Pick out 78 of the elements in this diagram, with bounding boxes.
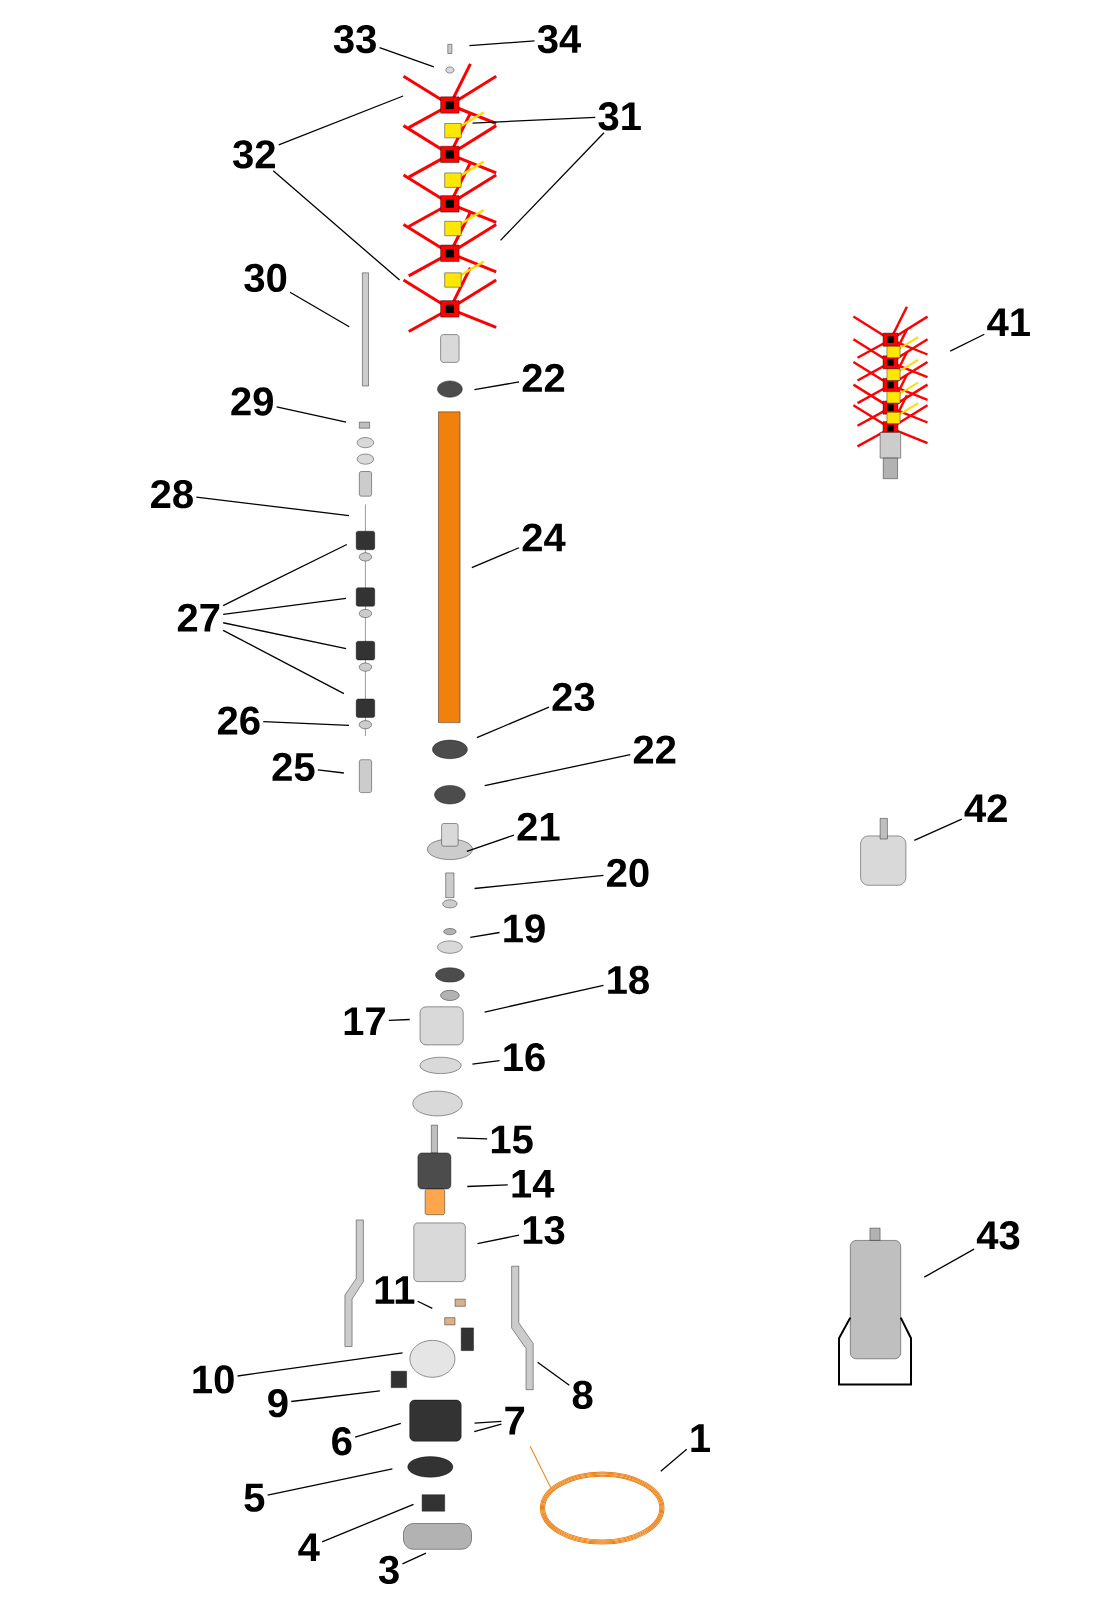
callout-number: 23 <box>552 682 595 712</box>
callout-number: 17 <box>344 1007 385 1035</box>
leader-line <box>466 1184 509 1188</box>
callout-number: 15 <box>491 1125 533 1154</box>
leader-line <box>417 1300 433 1310</box>
leader-line <box>401 1552 427 1565</box>
callout-number: 22 <box>633 735 676 764</box>
callout-number: 32 <box>233 140 275 169</box>
callout-number: 29 <box>231 387 273 416</box>
callout-number: 30 <box>244 263 287 293</box>
callout-number: 28 <box>151 479 193 509</box>
leader-line <box>473 1420 503 1424</box>
callout-number: 16 <box>504 1043 545 1072</box>
leader-line <box>471 116 596 124</box>
callout-number: 6 <box>332 1427 352 1456</box>
callout-number: 34 <box>537 24 581 54</box>
callout-number: 20 <box>607 858 649 888</box>
callout-number: 8 <box>572 1380 593 1410</box>
leader-line <box>473 381 520 391</box>
leader-line <box>276 406 347 423</box>
leader-line <box>272 170 401 281</box>
leader-line <box>660 1448 688 1472</box>
leader-line <box>388 1018 411 1021</box>
callout-number: 25 <box>272 752 315 782</box>
leader-line <box>949 333 985 352</box>
callout-number: 11 <box>375 1276 415 1304</box>
leader-line <box>290 1390 381 1403</box>
callout-number: 27 <box>177 603 220 632</box>
leader-line <box>913 818 963 841</box>
leader-line <box>378 47 435 68</box>
leader-line <box>468 40 536 47</box>
leader-line <box>466 834 515 853</box>
leader-line <box>278 95 404 146</box>
leader-line <box>923 1248 975 1278</box>
callout-number: 3 <box>378 1555 399 1585</box>
callout-number: 41 <box>987 308 1030 336</box>
callout-number: 18 <box>608 965 649 995</box>
leader-line <box>289 291 350 328</box>
callout-number: 7 <box>505 1406 525 1435</box>
callout-number: 31 <box>598 102 641 131</box>
leader-line <box>456 1137 488 1140</box>
callout-number: 13 <box>523 1215 565 1245</box>
callout-number: 10 <box>193 1365 234 1394</box>
leader-line <box>236 1352 404 1377</box>
leader-line <box>476 706 550 739</box>
leader-line <box>536 1361 570 1386</box>
leader-line <box>222 622 347 650</box>
callout-number: 42 <box>964 794 1007 823</box>
callout-number: 19 <box>504 914 545 943</box>
leader-line <box>484 753 631 787</box>
callout-number: 5 <box>244 1483 265 1512</box>
leader-line <box>321 1503 415 1543</box>
callout-number: 14 <box>512 1170 555 1198</box>
leader-line <box>222 629 345 695</box>
leader-line <box>471 547 520 569</box>
callout-number: 43 <box>976 1221 1020 1250</box>
leader-line <box>476 1234 520 1245</box>
callout-number: 24 <box>522 523 566 552</box>
leader-line <box>317 769 345 774</box>
callout-number: 9 <box>268 1388 288 1418</box>
leader-line <box>262 721 350 726</box>
leader-line <box>195 496 350 517</box>
leader-line <box>222 543 348 607</box>
leader-line <box>222 597 347 616</box>
leader-line <box>483 984 605 1013</box>
leader-line <box>473 1423 503 1433</box>
leader-line <box>499 132 605 242</box>
callout-number: 33 <box>333 24 376 54</box>
leader-line <box>471 1059 501 1065</box>
leader-line <box>266 1468 394 1496</box>
leader-line <box>473 874 605 890</box>
callout-number: 4 <box>298 1533 320 1561</box>
callout-number: 26 <box>217 706 260 735</box>
leader-line <box>354 1422 402 1438</box>
callout-number: 22 <box>522 363 565 392</box>
callout-number: 21 <box>517 812 560 841</box>
callout-number: 1 <box>691 1424 710 1452</box>
leader-line <box>469 931 501 938</box>
